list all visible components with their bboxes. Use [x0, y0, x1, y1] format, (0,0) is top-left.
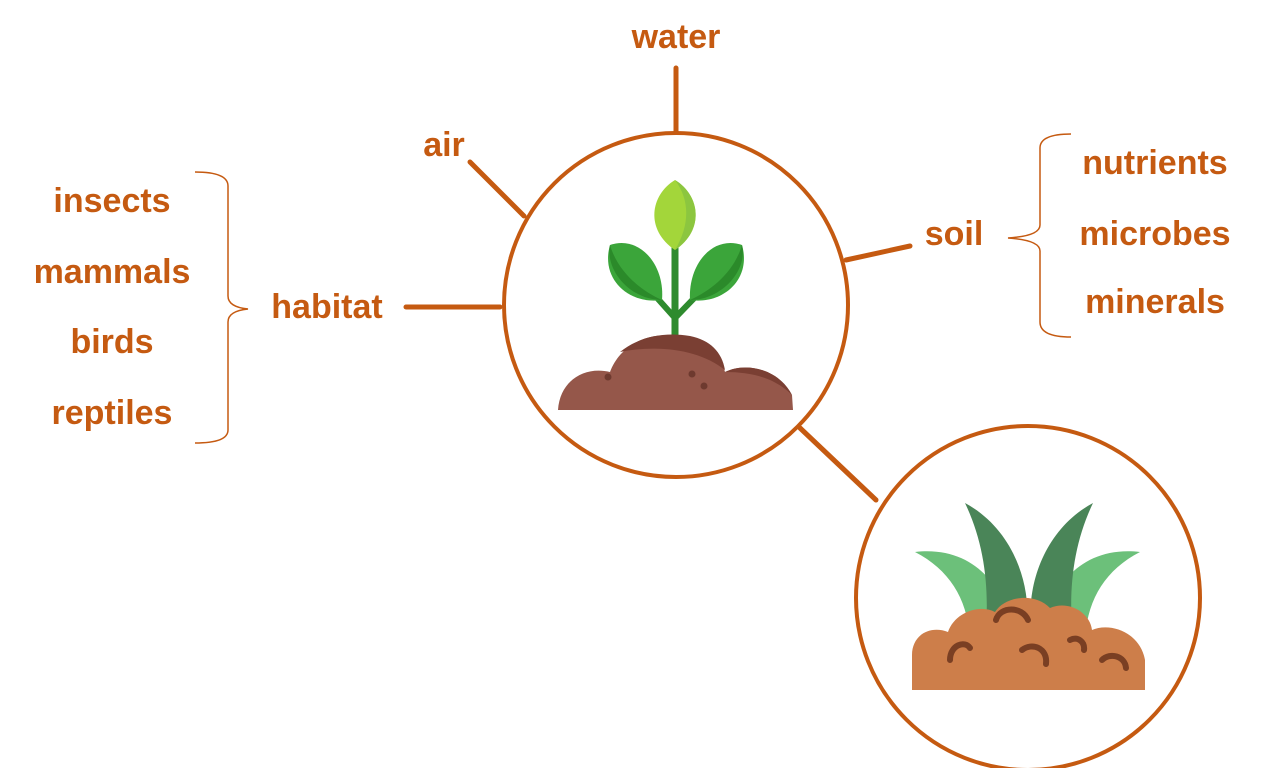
air-connector: [467, 159, 527, 219]
water-label: water: [631, 18, 721, 56]
soil-item: nutrients: [1082, 144, 1228, 182]
habitat-item: mammals: [33, 253, 191, 291]
soil-item: microbes: [1079, 215, 1231, 253]
soil-label: soil: [924, 215, 984, 253]
soil-item: minerals: [1085, 283, 1225, 321]
air-label: air: [423, 126, 465, 164]
secondary-circle: [854, 424, 1202, 768]
habitat-item: birds: [70, 323, 154, 361]
habitat-label: habitat: [271, 288, 383, 326]
habitat-item: reptiles: [51, 394, 173, 432]
habitat-brace: [194, 171, 249, 444]
habitat-item: insects: [53, 182, 171, 220]
soil-connector: [843, 243, 913, 263]
secondary-connector: [797, 425, 879, 503]
grass-in-soil-icon: [912, 503, 1145, 690]
sprouting-plant-icon: [558, 180, 793, 410]
soil-brace: [1007, 133, 1072, 338]
